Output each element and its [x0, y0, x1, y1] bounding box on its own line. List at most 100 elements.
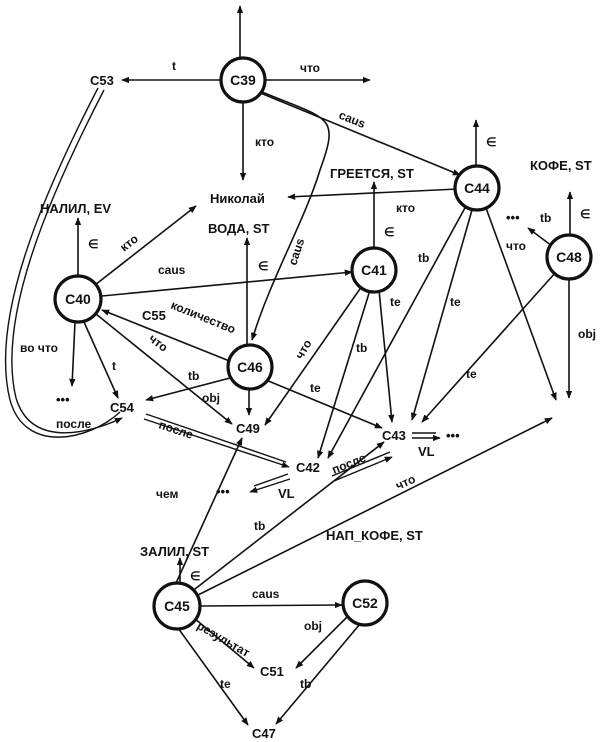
edge-c45-c52 [199, 601, 343, 609]
edge-c39-c46 [251, 91, 330, 341]
node-c46: C46 [226, 343, 274, 391]
label-c48-obj: obj [578, 327, 596, 341]
label-c48-tb: tb [540, 211, 551, 225]
label-c40-caus: caus [158, 263, 186, 277]
edge-c53-c54-b [11, 89, 123, 434]
label-c44-elem: ∈ [486, 135, 496, 149]
edge-c45-c51 [193, 617, 255, 669]
text-nalil: НАЛИЛ, EV [40, 201, 111, 216]
plain-texts: C53 Николай НАЛИЛ, EV ВОДА, ST ГРЕЕТСЯ, … [40, 73, 592, 741]
text-dots-c42: ••• [216, 484, 230, 499]
text-c49: C49 [236, 421, 260, 436]
edge-c45-c47 [177, 627, 249, 726]
text-c51: C51 [260, 664, 284, 679]
label-c39-t: t [172, 59, 176, 73]
edge-c41-c43 [378, 289, 395, 423]
node-c39-label: C39 [230, 72, 256, 88]
edge-c46-c54 [145, 377, 231, 402]
label-c44-te: te [450, 295, 461, 309]
node-c44: C44 [453, 164, 501, 212]
label-c52-obj: obj [304, 619, 322, 633]
label-c42-posle: после [330, 450, 368, 476]
label-c40-vo-chto: во что [20, 341, 58, 355]
label-c45-chem: чем [156, 487, 178, 501]
label-c39-kto: кто [255, 135, 274, 149]
node-c45: C45 [152, 581, 202, 631]
text-kofe: КОФЕ, ST [530, 158, 592, 173]
edge-c48-c43 [421, 271, 557, 423]
edge-c54-c42-a [145, 413, 287, 463]
text-c42: C42 [296, 460, 320, 475]
text-c55: C55 [142, 308, 166, 323]
label-c39-chto: что [300, 61, 320, 75]
label-c45-rezultat: результат [195, 618, 253, 659]
text-dots-c43: ••• [446, 428, 460, 443]
edge-c41-c42 [317, 289, 371, 459]
label-c40-chto: что [146, 331, 170, 354]
text-c47: C47 [252, 726, 276, 741]
node-c41-label: C41 [361, 262, 387, 278]
label-c45-tb: tb [254, 519, 265, 533]
label-c46-elem: ∈ [258, 259, 268, 273]
label-c45-chto: что [394, 472, 418, 493]
label-c40-t: t [112, 359, 116, 373]
label-c48-elem: ∈ [580, 207, 590, 221]
text-voda: ВОДА, ST [208, 221, 270, 236]
edge-c40-c54 [83, 321, 119, 399]
edge-c41-c49 [264, 285, 363, 426]
label-c46-obj: obj [202, 391, 220, 405]
node-c40: C40 [53, 274, 103, 324]
label-c41-te: te [390, 295, 401, 309]
node-c52-label: C52 [352, 595, 378, 611]
label-c45-caus: caus [252, 587, 280, 601]
text-zalil: ЗАЛИЛ, ST [140, 544, 209, 559]
edge-c42-c43-b [333, 456, 393, 482]
text-c54: C54 [110, 400, 135, 415]
edge-c40-dots [69, 321, 76, 387]
label-c41-elem: ∈ [384, 225, 394, 239]
edge-c44-c42 [327, 205, 467, 459]
label-c45-elem: ∈ [190, 569, 200, 583]
label-c40-elem: ∈ [88, 237, 98, 251]
node-c44-label: C44 [464, 180, 490, 196]
edge-c44-right [485, 207, 557, 401]
label-c45-te: te [220, 677, 231, 691]
label-c39-caus: caus [337, 108, 368, 131]
node-c46-label: C46 [237, 359, 263, 375]
edge-c39-c44 [257, 91, 461, 176]
edge-c42-c43-a [331, 451, 391, 477]
edge-c48-dots [527, 227, 553, 247]
label-c48-te: te [466, 367, 477, 381]
node-c45-label: C45 [164, 598, 190, 614]
text-dots-c48: ••• [506, 210, 520, 225]
edge-c52-c51 [295, 615, 349, 669]
text-c53: C53 [90, 73, 114, 88]
label-c44-chto: что [506, 239, 526, 253]
edge-c40-c49 [95, 313, 233, 425]
edge-labels: t что кто caus caus ∈ кто tb te что ∈ tb… [20, 59, 596, 691]
node-c41: C41 [350, 246, 398, 294]
edge-c40-nikolai [94, 205, 197, 286]
text-c43: C43 [382, 428, 406, 443]
edge-c42-dots-b [249, 478, 291, 493]
node-c48: C48 [545, 233, 593, 281]
label-c46-kolichestvo: количество [169, 298, 238, 337]
label-c44-kto: кто [396, 201, 415, 215]
edge-c53-c54-a [4, 87, 121, 438]
text-vl-1: VL [418, 444, 435, 459]
edge-c52-c47 [275, 623, 361, 725]
node-c48-label: C48 [556, 249, 582, 265]
node-c52: C52 [341, 579, 389, 627]
label-c41-tb: tb [356, 341, 367, 355]
edges [4, 5, 574, 726]
edge-c46-c40 [101, 309, 233, 363]
text-vl-2: VL [278, 486, 295, 501]
label-c52-tb: tb [300, 677, 311, 691]
text-dots-c40: ••• [56, 392, 70, 407]
text-nikolai: Николай [210, 191, 265, 206]
label-c46-tb: tb [188, 369, 199, 383]
text-nap-kofe: НАП_КОФЕ, ST [326, 528, 423, 543]
edge-c45-right [191, 417, 553, 599]
